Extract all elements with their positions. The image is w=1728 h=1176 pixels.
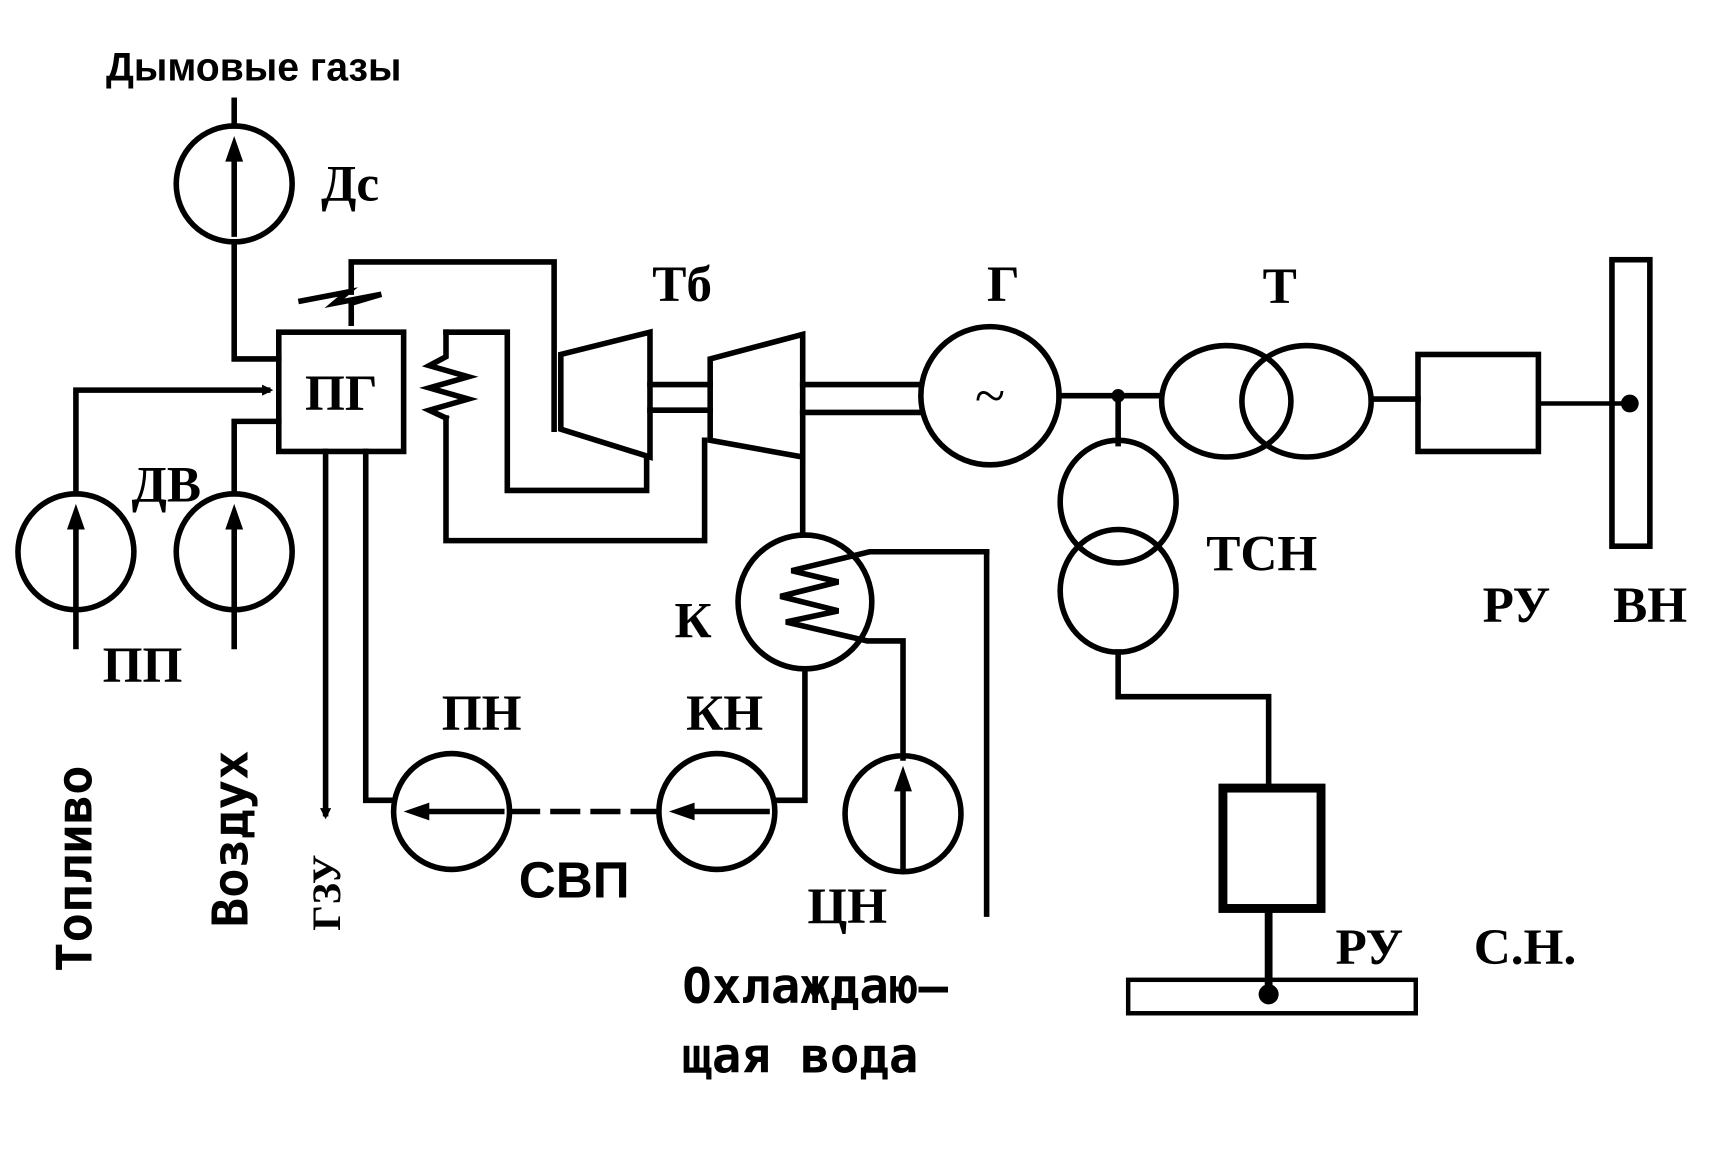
arrow-up-icon xyxy=(894,765,912,792)
junction-dot xyxy=(1620,394,1639,413)
reheat-line-1 xyxy=(443,329,650,494)
dv-label: ДВ xyxy=(132,457,201,514)
gzu-label: ГЗУ xyxy=(304,855,349,931)
hv-busbar xyxy=(1609,256,1653,549)
ru-vn-label-1: РУ xyxy=(1483,577,1551,634)
arrow-left-icon xyxy=(403,802,430,821)
k-label: К xyxy=(675,593,712,650)
air-label: Воздух xyxy=(202,750,260,927)
aux-line xyxy=(1115,649,1272,789)
blower-fan-dv xyxy=(173,491,295,650)
reheater-coil xyxy=(419,329,479,422)
feed-pump-pn xyxy=(390,750,513,873)
condensate-line xyxy=(775,666,808,804)
arrow-left-icon xyxy=(668,802,695,821)
feedwater-line xyxy=(362,448,396,804)
cooling-water-label-2: щая вода xyxy=(682,1026,918,1084)
tb-label: Тб xyxy=(652,256,712,313)
ru-sn-label-2: С.Н. xyxy=(1474,919,1577,976)
pg-label: ПГ xyxy=(305,365,378,422)
g-label: Г xyxy=(987,256,1020,313)
tsn-pump-label: ЦН xyxy=(807,878,887,935)
junction-dot xyxy=(1258,984,1279,1005)
main-transformer-t xyxy=(1158,342,1374,460)
turbine-hp xyxy=(558,328,653,461)
flue-line xyxy=(231,239,282,362)
pp-label: ПП xyxy=(103,637,183,694)
fuel-feeder-pp xyxy=(15,491,137,650)
ru-sn-label-1: РУ xyxy=(1336,919,1404,976)
aux-transformer-tsn xyxy=(1057,437,1179,655)
aux-breaker xyxy=(1218,783,1326,913)
air-line xyxy=(231,418,282,497)
tsn-label: ТСН xyxy=(1206,526,1317,583)
ac-symbol-icon: ~ xyxy=(975,366,1005,428)
cooling-water-label-1: Охлаждаю– xyxy=(682,957,948,1015)
hv-breaker xyxy=(1415,351,1542,455)
ru-vn-label-2: ВН xyxy=(1613,577,1687,634)
reheat-line-2 xyxy=(443,415,708,544)
condenser-coil xyxy=(779,548,990,761)
turbine-lp xyxy=(707,330,806,461)
steam-generator-pg xyxy=(275,329,407,455)
superheater-coil xyxy=(297,287,383,327)
condensate-pump-kn xyxy=(656,750,778,873)
smoke-exhauster-ds xyxy=(173,123,295,245)
aux-busbar xyxy=(1125,977,1419,1016)
flue-gas-label: Дымовые газы xyxy=(106,44,401,89)
pn-label: ПН xyxy=(442,685,522,742)
fuel-label: Топливо xyxy=(46,765,104,972)
fuel-line xyxy=(73,384,274,497)
arrow-up-icon xyxy=(225,135,244,162)
arrow-up-icon xyxy=(225,503,244,530)
arrow-up-icon xyxy=(66,503,85,530)
svp-label: СВП xyxy=(519,851,630,908)
kn-label: КН xyxy=(686,685,763,742)
main-steam-line xyxy=(348,259,557,432)
circulation-pump-tsn xyxy=(842,752,964,875)
ds-label: Дс xyxy=(321,156,379,213)
t-label: Т xyxy=(1263,258,1297,315)
